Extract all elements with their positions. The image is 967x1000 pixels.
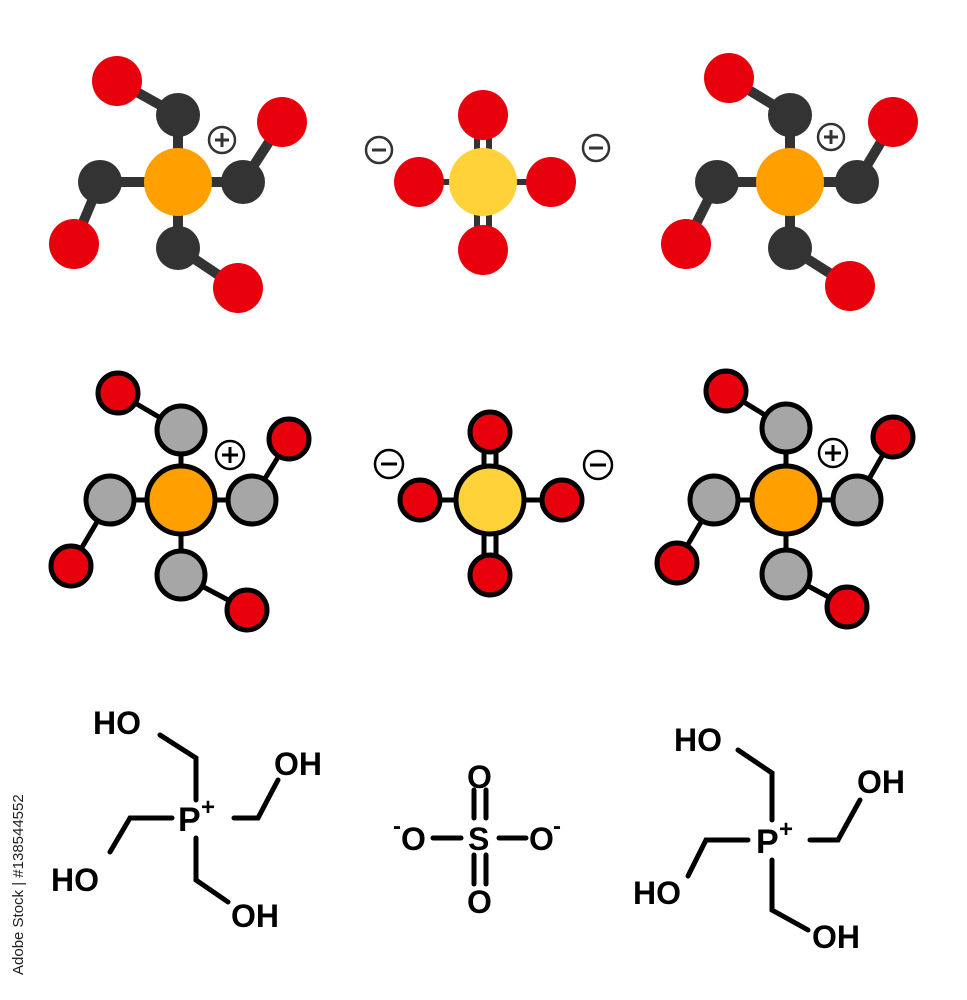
oxygen-atom [458, 225, 508, 275]
oxygen-atom [868, 97, 918, 147]
carbon-atom [225, 473, 279, 527]
structural-cation-left: HO OH HO OH P + [51, 705, 322, 934]
oxygen-atom [526, 157, 576, 207]
oxygen-atom [224, 587, 270, 633]
negative-charge-icon [364, 135, 394, 165]
positive-charge-label: + [779, 816, 793, 843]
oxygen-atom [704, 53, 754, 103]
oxygen-atom [661, 219, 711, 269]
structural-cation-right: HO OH HO OH P + [633, 722, 905, 955]
phosphorus-atom [756, 148, 824, 216]
carbon-atom [156, 93, 200, 137]
stock-id-label: Adobe Stock | #138544552 [4, 760, 30, 980]
oxygen-atom [703, 368, 749, 414]
oxygen-atom [467, 409, 513, 455]
hydroxyl-label: OH [231, 898, 279, 934]
sulfur-atom [453, 463, 527, 537]
carbon-atom [768, 93, 812, 137]
carbon-atom [759, 401, 813, 455]
phosphorus-atom [144, 463, 218, 537]
carbon-atom [156, 226, 200, 270]
outlined-cation-right [654, 368, 916, 630]
negative-charge-label: - [393, 813, 401, 840]
structural-sulfate: O O O O S - - [393, 759, 561, 920]
carbon-atom [78, 160, 122, 204]
ballstick-row [49, 53, 918, 313]
carbon-atom [695, 160, 739, 204]
hydroxyl-label: HO [51, 862, 99, 898]
stock-id-text: Adobe Stock | #138544552 [10, 794, 27, 975]
carbon-atom [835, 160, 879, 204]
hydroxyl-label: OH [857, 764, 905, 800]
oxygen-atom [654, 540, 700, 586]
oxygen-atom [397, 477, 443, 523]
carbon-atom [768, 226, 812, 270]
positive-charge-icon [816, 122, 846, 152]
negative-charge-icon [373, 448, 405, 480]
outlined-sulfate [373, 409, 614, 598]
outlined-cation-left [48, 370, 312, 633]
ballstick-cation-right [661, 53, 918, 311]
hydroxyl-label: HO [633, 875, 681, 911]
positive-charge-icon [207, 125, 237, 155]
carbon-atom [154, 548, 208, 602]
oxygen-atom [213, 263, 263, 313]
outlined-row [48, 368, 916, 633]
oxygen-label: O [401, 821, 426, 857]
oxygen-atom [824, 584, 870, 630]
oxygen-atom [394, 157, 444, 207]
phosphorus-label: P [178, 801, 201, 839]
phosphorus-label: P [756, 823, 779, 861]
carbon-atom [154, 403, 208, 457]
ballstick-cation-left [49, 56, 307, 313]
structural-row: HO OH HO OH P + O O O O S - - [51, 705, 905, 955]
negative-charge-icon [582, 449, 614, 481]
oxygen-atom [49, 219, 99, 269]
oxygen-atom [467, 552, 513, 598]
carbon-atom [83, 473, 137, 527]
negative-charge-icon [581, 133, 611, 163]
oxygen-atom [92, 56, 142, 106]
negative-charge-label: - [553, 813, 561, 840]
oxygen-atom [95, 370, 141, 416]
oxygen-label: O [529, 821, 554, 857]
carbon-atom [830, 473, 884, 527]
carbon-atom [687, 473, 741, 527]
phosphorus-atom [749, 463, 823, 537]
oxygen-atom [870, 414, 916, 460]
ballstick-sulfate [364, 90, 611, 275]
oxygen-atom [539, 477, 585, 523]
hydroxyl-label: HO [93, 705, 141, 741]
oxygen-atom [257, 97, 307, 147]
oxygen-label: O [467, 759, 492, 795]
oxygen-atom [458, 90, 508, 140]
positive-charge-icon [214, 439, 246, 471]
carbon-atom [759, 547, 813, 601]
phosphorus-atom [144, 148, 212, 216]
oxygen-atom [825, 261, 875, 311]
positive-charge-label: + [201, 794, 215, 821]
hydroxyl-label: OH [274, 746, 322, 782]
oxygen-label: O [467, 884, 492, 920]
sulfur-atom [449, 148, 517, 216]
positive-charge-icon [817, 437, 849, 469]
hydroxyl-label: OH [812, 919, 860, 955]
hydroxyl-label: HO [674, 722, 722, 758]
oxygen-atom [48, 543, 94, 589]
sulfur-label: S [468, 821, 489, 857]
carbon-atom [221, 160, 265, 204]
oxygen-atom [266, 416, 312, 462]
